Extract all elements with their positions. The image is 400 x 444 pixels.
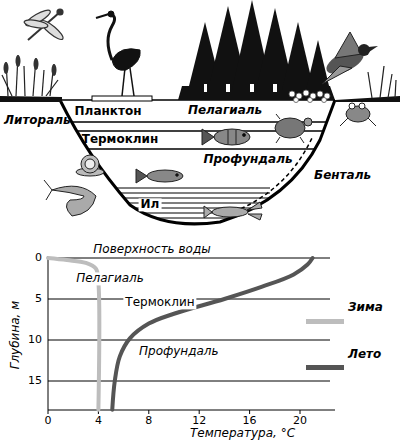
axis-tick: 10 (28, 334, 42, 346)
zone-label: Литораль (4, 114, 71, 127)
chart-annotation: Профундаль (137, 345, 221, 358)
axis-tick: 0 (45, 415, 52, 427)
zone-label: Профундаль (203, 153, 292, 166)
zone-label: Планктон (75, 105, 142, 118)
axis-tick: 12 (192, 415, 206, 427)
zone-label: Ил (139, 198, 162, 211)
chart-annotation: Термоклин (123, 296, 196, 309)
axis-tick: 15 (28, 375, 42, 387)
legend-swatch (306, 319, 344, 324)
legend-swatch (306, 365, 344, 370)
legend-text: Зима (348, 301, 383, 314)
axis-tick: 5 (35, 293, 42, 305)
zone-label: Бенталь (314, 169, 371, 182)
axis-tick: 8 (145, 415, 152, 427)
chart-annotation: Поверхность воды (93, 243, 210, 256)
axis-title: Глубина, м (9, 301, 22, 370)
zone-label: Пелагиаль (188, 104, 262, 117)
axis-tick: 0 (35, 252, 42, 264)
axis-title: Температура, °C (190, 427, 295, 440)
axis-tick: 16 (243, 415, 257, 427)
axis-tick: 4 (95, 415, 102, 427)
axis-tick: 20 (293, 415, 307, 427)
chart-annotation: Пелагиаль (74, 272, 146, 285)
legend-text: Лето (348, 348, 381, 361)
zone-label: Термоклин (82, 133, 159, 146)
